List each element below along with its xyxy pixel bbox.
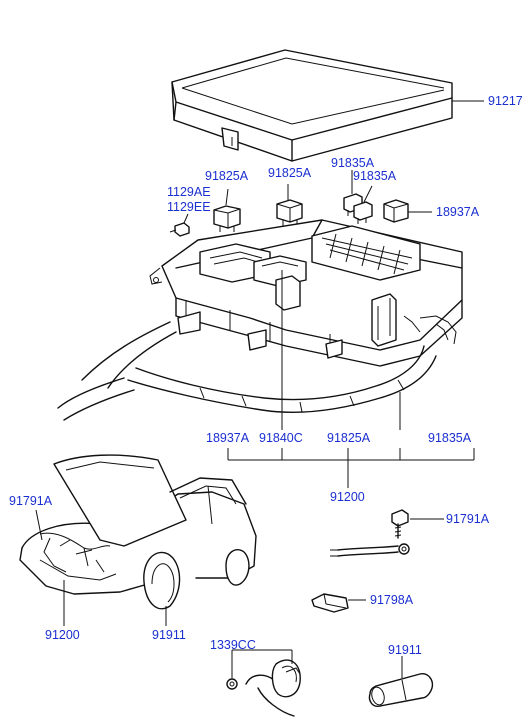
label-screw: 1339CC xyxy=(210,638,256,652)
label-fuse-1: 91835A xyxy=(331,156,375,170)
label-bolt-1: 1129AE xyxy=(167,185,211,199)
junction-box xyxy=(149,219,463,367)
label-car-91200: 91200 xyxy=(45,628,80,642)
connector-18937a xyxy=(383,199,409,223)
label-callout-91825a: 91825A xyxy=(327,431,371,445)
label-assembly: 91200 xyxy=(330,490,365,504)
fuse-box-cover xyxy=(171,49,453,162)
relay-91825a-right xyxy=(276,199,303,228)
label-ground-bolt: 91791A xyxy=(446,512,490,526)
leader-car-91791a xyxy=(35,509,43,541)
leader-bolt xyxy=(183,213,189,224)
car-illustration xyxy=(19,454,257,610)
label-relay-left: 91825A xyxy=(205,169,249,183)
leader-relay-left xyxy=(225,188,229,206)
label-callout-91835a: 91835A xyxy=(428,431,472,445)
label-cable-clip: 91798A xyxy=(370,593,414,607)
label-car-91911: 91911 xyxy=(152,628,186,642)
protective-tube xyxy=(368,673,434,708)
ground-cable xyxy=(330,543,410,557)
label-relay-right: 91825A xyxy=(268,166,312,180)
label-tube: 91911 xyxy=(388,643,422,657)
label-fuse-2: 91835A xyxy=(353,169,397,183)
relay-91825a-left xyxy=(213,205,241,232)
screw-and-grommet xyxy=(226,659,301,717)
bolt-1129 xyxy=(169,222,190,237)
label-car-91791a: 91791A xyxy=(9,494,53,508)
callout-leaders xyxy=(227,270,475,488)
label-callout-18937a: 18937A xyxy=(206,431,250,445)
cable-clip xyxy=(311,593,349,613)
leader-fuse-2 xyxy=(363,185,373,203)
label-connector-top: 18937A xyxy=(436,205,480,219)
label-bolt-2: 1129EE xyxy=(167,200,211,214)
ground-bolt xyxy=(391,509,409,539)
wiring-harness xyxy=(57,321,437,421)
fuse-91835a-pair xyxy=(343,193,373,224)
label-callout-91840c: 91840C xyxy=(259,431,303,445)
label-cover: 91217 xyxy=(488,94,523,108)
